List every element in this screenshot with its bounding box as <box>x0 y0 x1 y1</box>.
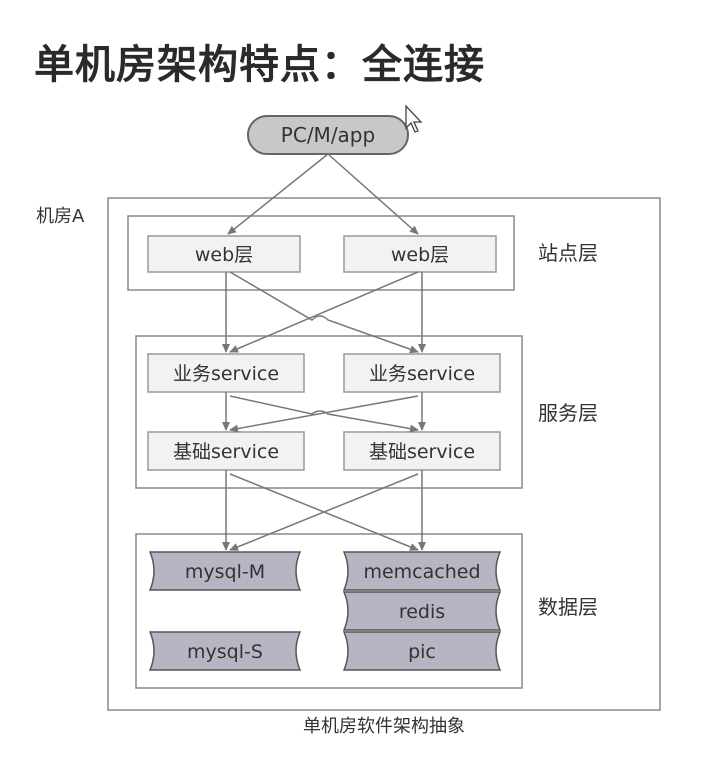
diagram-caption: 单机房软件架构抽象 <box>303 716 465 737</box>
web-box-left-label: web层 <box>195 244 253 266</box>
base-service-left <box>147 431 305 471</box>
service-layer-frame <box>135 335 523 489</box>
store-redis-label: redis <box>399 601 445 623</box>
site-layer-frame <box>127 215 515 291</box>
room-label: 机房A <box>36 206 85 227</box>
web-box-left <box>147 235 301 273</box>
store-pic <box>342 631 502 671</box>
page-title: 单机房架构特点：全连接 <box>34 42 485 88</box>
store-mysql-m-label: mysql-M <box>185 561 265 583</box>
store-memcached-label: memcached <box>363 561 480 583</box>
web-box-right <box>343 235 497 273</box>
client-label: PC/M/app <box>281 123 375 147</box>
base-service-right <box>343 431 501 471</box>
store-mysql-m <box>148 551 302 591</box>
connector-lines <box>222 153 426 551</box>
site-layer-label: 站点层 <box>538 241 598 265</box>
store-pic-label: pic <box>408 641 436 663</box>
biz-service-right-label: 业务service <box>369 363 475 385</box>
mouse-cursor-icon <box>405 104 423 133</box>
data-layer-frame <box>135 533 523 689</box>
web-box-right-label: web层 <box>391 244 449 266</box>
store-mysql-s <box>148 631 302 671</box>
store-redis <box>342 591 502 631</box>
base-service-left-label: 基础service <box>173 441 279 463</box>
biz-service-right <box>343 353 501 393</box>
base-service-right-label: 基础service <box>369 441 475 463</box>
store-memcached <box>342 551 502 591</box>
biz-service-left-label: 业务service <box>173 363 279 385</box>
service-layer-label: 服务层 <box>538 401 598 425</box>
data-layer-label: 数据层 <box>538 595 598 619</box>
store-mysql-s-label: mysql-S <box>187 641 263 663</box>
room-frame <box>107 197 661 711</box>
